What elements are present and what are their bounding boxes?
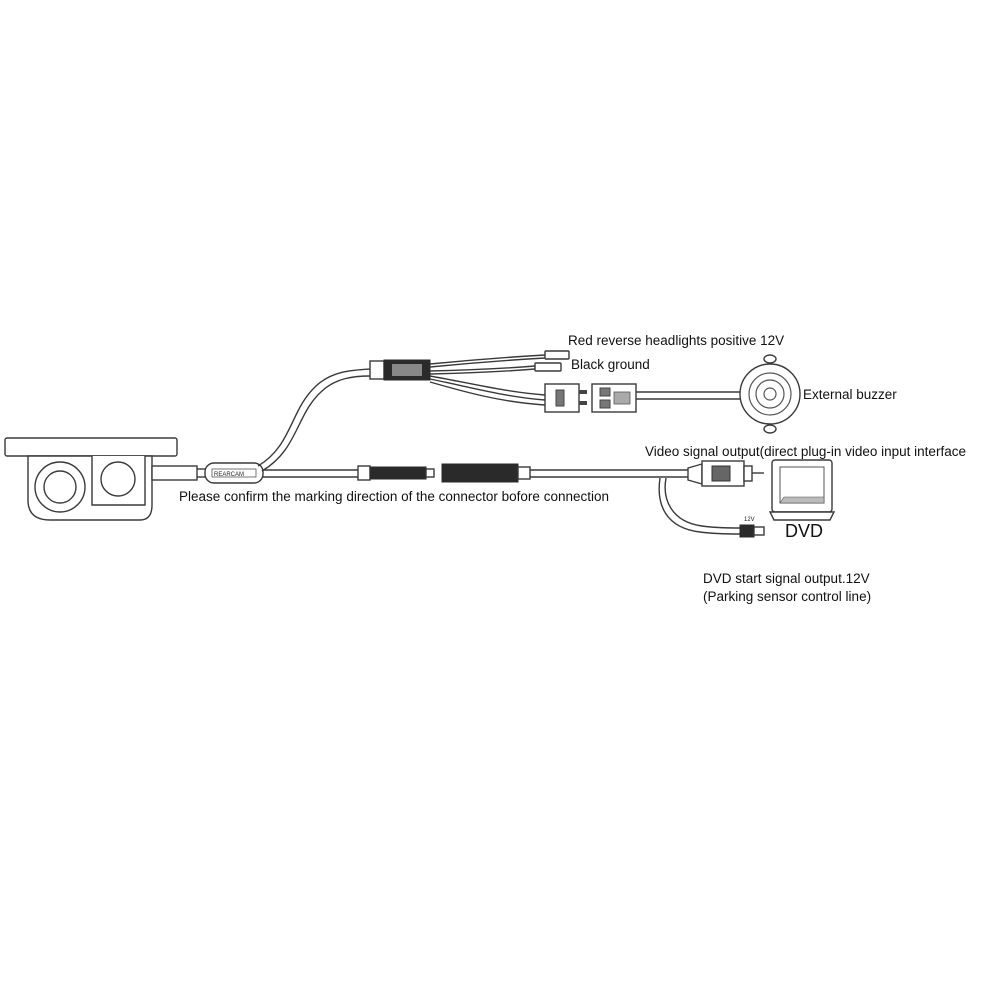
label-dvd-start-line1: DVD start signal output.12V xyxy=(703,571,870,586)
label-external-buzzer: External buzzer xyxy=(803,387,897,402)
camera-sensor-unit xyxy=(4,437,198,521)
video-connector-male xyxy=(357,465,435,481)
dvd-monitor-label: DVD xyxy=(785,521,823,541)
buzzer-plug-male xyxy=(544,383,587,413)
label-dvd-start-line2: (Parking sensor control line) xyxy=(703,589,872,604)
label-black-ground: Black ground xyxy=(571,357,650,372)
marked-connector: REARCAM xyxy=(197,462,264,484)
power-wires xyxy=(429,350,570,375)
rca-plug xyxy=(687,460,764,487)
label-video-output: Video signal output(direct plug-in video… xyxy=(645,444,966,459)
dvd-start-branch: 12V xyxy=(658,477,765,538)
dvd-monitor: DVD xyxy=(768,459,836,541)
external-buzzer-device xyxy=(739,354,801,434)
label-confirm-marking: Please confirm the marking direction of … xyxy=(179,489,609,504)
video-cable xyxy=(530,469,690,478)
svg-text:REARCAM: REARCAM xyxy=(214,472,244,478)
upper-splitter-connector xyxy=(369,359,431,381)
svg-text:12V: 12V xyxy=(744,517,755,523)
buzzer-wires xyxy=(429,375,546,406)
buzzer-plug-female xyxy=(591,383,637,413)
upper-branch-cable xyxy=(257,368,371,472)
video-connector-female xyxy=(441,463,531,483)
main-cable xyxy=(263,469,358,478)
buzzer-cable xyxy=(636,391,745,400)
label-red-reverse: Red reverse headlights positive 12V xyxy=(568,333,785,348)
